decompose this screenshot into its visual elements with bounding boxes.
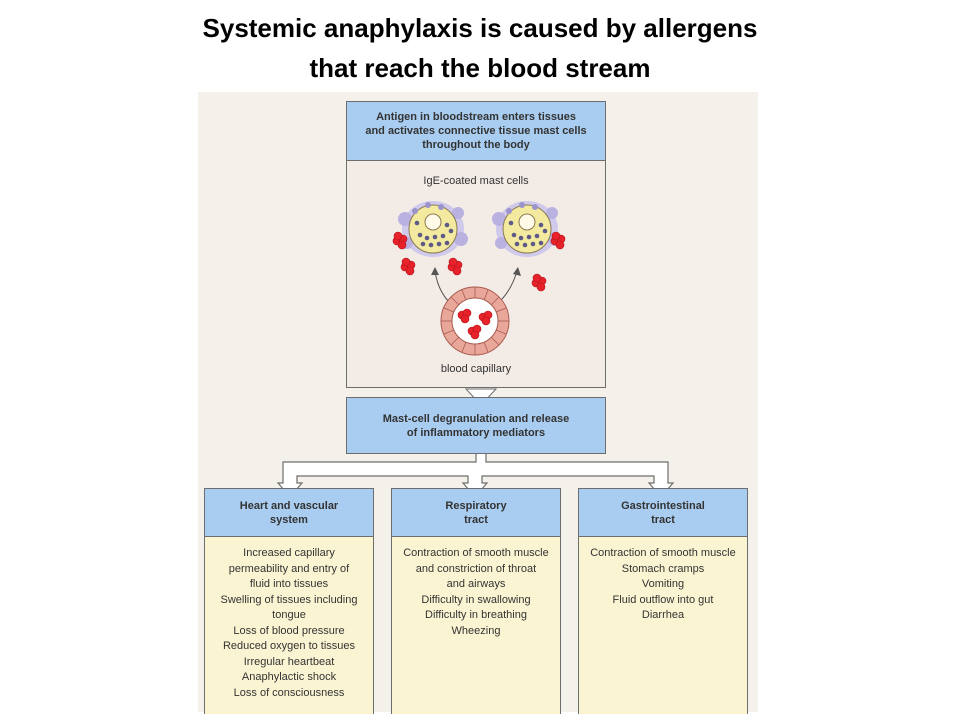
antigen-header-line-3: throughout the body bbox=[422, 139, 530, 151]
effect-item: Diarrhea bbox=[641, 609, 685, 621]
effect-item: Anaphylactic shock bbox=[241, 671, 337, 683]
effect-item: Wheezing bbox=[451, 624, 501, 637]
slide-title: Systemic anaphylaxis is caused by allerg… bbox=[0, 8, 960, 88]
respiratory-header-line-2: tract bbox=[464, 513, 488, 526]
degranulation-box: Mast-cell degranulation and release of i… bbox=[346, 397, 606, 454]
effect-item: and constriction of throat bbox=[415, 562, 537, 575]
heart-vascular-header: Heart and vascular system bbox=[205, 489, 373, 537]
effect-item: fluid into tissues bbox=[249, 578, 329, 590]
effect-item: Swelling of tissues including bbox=[220, 593, 358, 606]
mast-cell-illustration bbox=[392, 201, 566, 356]
mast-cell-right bbox=[492, 201, 562, 257]
degranulation-line-2: of inflammatory mediators bbox=[406, 426, 546, 439]
heart-vascular-box: Heart and vascular system Increased capi… bbox=[204, 488, 374, 714]
heart-vascular-effects: Increased capillary permeability and ent… bbox=[205, 537, 373, 714]
blood-capillary bbox=[440, 286, 510, 356]
effect-item: tongue bbox=[272, 609, 306, 621]
antigen-header-line-1: Antigen in bloodstream enters tissues bbox=[376, 111, 576, 123]
effect-item: Loss of consciousness bbox=[233, 686, 345, 699]
antigen-header-line-2: and activates connective tissue mast cel… bbox=[365, 125, 587, 137]
effect-item: Irregular heartbeat bbox=[243, 655, 335, 668]
blood-capillary-label: blood capillary bbox=[440, 363, 512, 375]
title-line-1: Systemic anaphylaxis is caused by allerg… bbox=[202, 13, 758, 43]
mast-cells-label: IgE-coated mast cells bbox=[423, 175, 529, 187]
gastrointestinal-header-line-1: Gastrointestinal bbox=[621, 499, 705, 512]
effect-item: Contraction of smooth muscle bbox=[403, 547, 549, 559]
effect-item: Difficulty in breathing bbox=[425, 609, 527, 621]
gastrointestinal-header: Gastrointestinal tract bbox=[579, 489, 747, 537]
gastrointestinal-box: Gastrointestinal tract Contraction of sm… bbox=[578, 488, 748, 714]
degranulation-box-header: Mast-cell degranulation and release of i… bbox=[347, 398, 605, 453]
gastrointestinal-header-line-2: tract bbox=[651, 513, 675, 526]
effect-item: Difficulty in swallowing bbox=[421, 593, 531, 606]
effect-item: Fluid outflow into gut bbox=[612, 593, 714, 606]
effect-item: and airways bbox=[446, 578, 506, 590]
heart-vascular-header-line-1: Heart and vascular bbox=[239, 499, 339, 512]
heart-vascular-header-line-2: system bbox=[270, 513, 308, 526]
respiratory-box: Respiratory tract Contraction of smooth … bbox=[391, 488, 561, 714]
mast-cell-left bbox=[398, 201, 468, 257]
mast-cell-illustration-panel: IgE-coated mast cells bbox=[347, 161, 605, 387]
effect-item: Vomiting bbox=[641, 578, 685, 590]
effect-item: Contraction of smooth muscle bbox=[590, 547, 736, 559]
respiratory-header: Respiratory tract bbox=[392, 489, 560, 537]
effect-item: Reduced oxygen to tissues bbox=[222, 640, 356, 652]
antigen-box-header: Antigen in bloodstream enters tissues an… bbox=[347, 102, 605, 161]
respiratory-header-line-1: Respiratory bbox=[445, 499, 507, 512]
effect-item: Stomach cramps bbox=[621, 562, 705, 575]
effect-item: Loss of blood pressure bbox=[233, 624, 345, 637]
respiratory-effects: Contraction of smooth muscle and constri… bbox=[392, 537, 560, 714]
title-line-2: that reach the blood stream bbox=[309, 53, 651, 83]
antigen-box: Antigen in bloodstream enters tissues an… bbox=[346, 101, 606, 388]
gastrointestinal-effects: Contraction of smooth muscle Stomach cra… bbox=[579, 537, 747, 714]
effect-item: Increased capillary bbox=[243, 547, 335, 559]
effect-item: permeability and entry of bbox=[228, 562, 350, 575]
antigen-particles bbox=[392, 231, 566, 292]
degranulation-line-1: Mast-cell degranulation and release bbox=[382, 412, 570, 425]
